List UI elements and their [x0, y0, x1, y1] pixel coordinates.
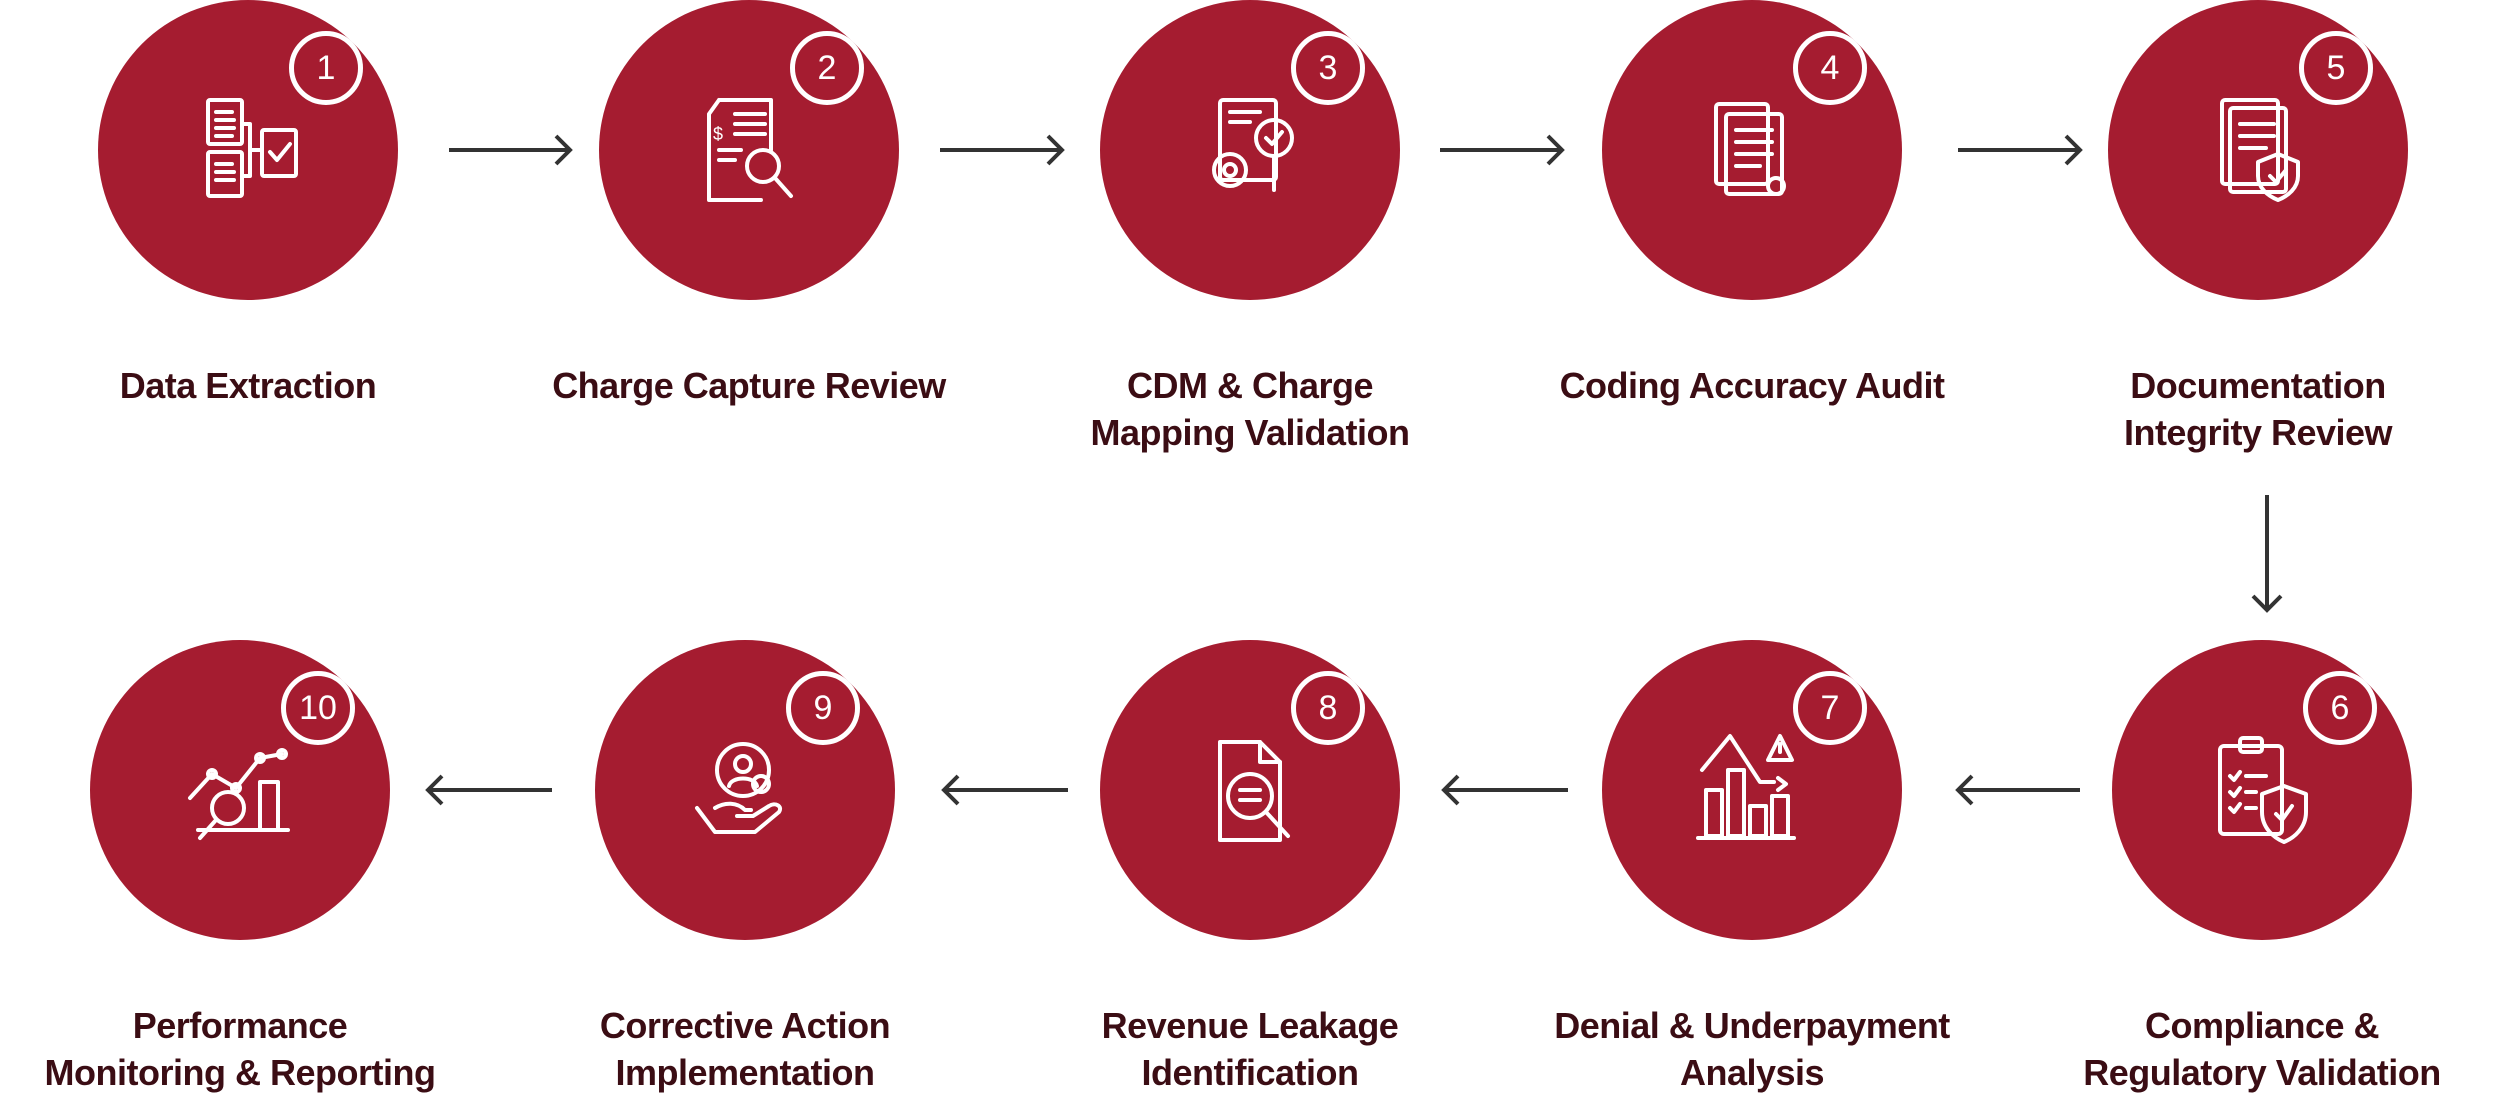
step-number-badge: 9 — [786, 671, 860, 745]
step-number-badge: 3 — [1291, 31, 1365, 105]
step-number-badge: 8 — [1291, 671, 1365, 745]
documents-check-icon — [1714, 102, 1786, 196]
step-label: Revenue Leakage Identification — [1000, 1002, 1500, 1096]
step-label-line-2: Identification — [1141, 1052, 1360, 1093]
hand-gear-user-icon — [695, 742, 782, 834]
step-label: Corrective Action Implementation — [495, 1002, 995, 1096]
step-label: Denial & Underpayment Analysis — [1502, 1002, 2002, 1096]
step-label-line-1: Compliance & — [2144, 1005, 2380, 1046]
document-shield-icon — [2220, 98, 2300, 202]
step-number-badge: 2 — [790, 31, 864, 105]
step-label-line-2: Regulatory Validation — [2083, 1052, 2441, 1093]
arrow-down-icon — [2251, 495, 2283, 613]
invoice-search-icon: $ — [707, 98, 793, 202]
document-magnifier-icon — [1218, 740, 1290, 842]
step-label-line-2: Analysis — [1679, 1052, 1825, 1093]
step-number-badge: 6 — [2303, 671, 2377, 745]
documents-merge-check-icon — [206, 98, 298, 198]
step-number-badge: 10 — [281, 671, 355, 745]
clipboard-shield-icon — [2218, 736, 2308, 844]
step-label: Documentation Integrity Review — [2008, 362, 2496, 456]
svg-text:$: $ — [713, 124, 723, 144]
step-label: CDM & Charge Mapping Validation — [1000, 362, 1500, 456]
step-label-line-1: Performance — [132, 1005, 348, 1046]
arrow-right-icon — [940, 134, 1065, 166]
step-label-line-1: Charge Capture Review — [552, 365, 946, 406]
step-label-line-2: Mapping Validation — [1090, 412, 1410, 453]
arrow-left-icon — [941, 774, 1068, 806]
step-number-badge: 5 — [2299, 31, 2373, 105]
step-number-badge: 4 — [1793, 31, 1867, 105]
step-label: Coding Accuracy Audit — [1502, 362, 2002, 409]
step-label: Data Extraction — [0, 362, 498, 409]
step-label-line-2: Implementation — [615, 1052, 875, 1093]
step-label-line-2: Monitoring & Reporting — [44, 1052, 436, 1093]
arrow-right-icon — [1440, 134, 1565, 166]
step-label: Compliance & Regulatory Validation — [2012, 1002, 2496, 1096]
step-label-line-1: CDM & Charge — [1126, 365, 1374, 406]
step-number-badge: 1 — [289, 31, 363, 105]
arrow-left-icon — [1955, 774, 2080, 806]
step-label-line-1: Revenue Leakage — [1101, 1005, 1399, 1046]
step-label-line-1: Coding Accuracy Audit — [1559, 365, 1945, 406]
arrow-left-icon — [1441, 774, 1568, 806]
step-number-badge: 7 — [1793, 671, 1867, 745]
step-label-line-1: Corrective Action — [599, 1005, 891, 1046]
step-label: Performance Monitoring & Reporting — [0, 1002, 490, 1096]
arrow-right-icon — [449, 134, 573, 166]
step-label-line-2: Integrity Review — [2123, 412, 2393, 453]
declining-chart-warning-icon — [1696, 734, 1796, 840]
step-label-line-1: Documentation — [2130, 365, 2386, 406]
gear-document-search-icon — [1212, 98, 1294, 192]
step-label: Charge Capture Review — [499, 362, 999, 409]
arrow-right-icon — [1958, 134, 2083, 166]
step-label-line-1: Data Extraction — [119, 365, 377, 406]
analytics-magnifier-icon — [188, 748, 290, 840]
arrow-left-icon — [425, 774, 552, 806]
step-label-line-1: Denial & Underpayment — [1554, 1005, 1950, 1046]
